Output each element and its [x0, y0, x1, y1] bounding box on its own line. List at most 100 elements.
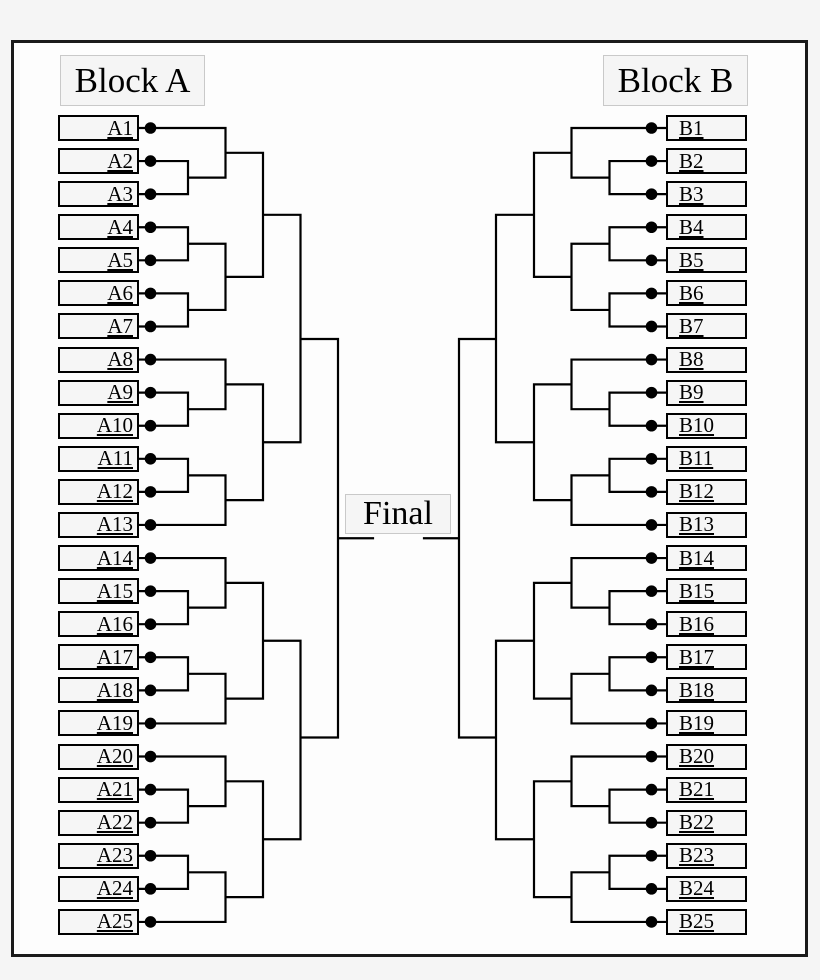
team-box-b16[interactable]: B16: [666, 611, 747, 638]
team-box-b14[interactable]: B14: [666, 545, 747, 572]
team-label: A6: [107, 280, 133, 305]
team-box-a1[interactable]: A1: [58, 115, 139, 141]
team-label: A14: [96, 545, 133, 570]
team-label: B17: [679, 644, 715, 669]
connector-dot: [645, 287, 658, 300]
team-box-b25[interactable]: B25: [666, 908, 747, 935]
connector-dot: [645, 816, 658, 829]
team-label: B25: [679, 909, 715, 934]
team-box-a7[interactable]: A7: [58, 313, 139, 340]
connector-dot: [144, 486, 157, 498]
connector-dot: [144, 750, 157, 763]
team-label: B12: [679, 479, 715, 504]
team-box-a21[interactable]: A21: [58, 776, 139, 803]
connector-dot: [645, 883, 658, 895]
team-label: A17: [96, 644, 133, 669]
team-label: B6: [679, 280, 704, 305]
team-label: A21: [96, 777, 133, 802]
connector-dot: [645, 651, 658, 664]
team-box-b15[interactable]: B15: [666, 578, 747, 605]
team-box-b21[interactable]: B21: [666, 776, 747, 803]
team-label: B22: [679, 810, 715, 835]
team-box-a17[interactable]: A17: [58, 644, 139, 671]
block-a-lines: [137, 126, 375, 924]
team-box-b19[interactable]: B19: [666, 710, 747, 737]
team-box-a4[interactable]: A4: [58, 214, 139, 241]
team-box-a20[interactable]: A20: [58, 743, 139, 770]
connector-dot: [144, 221, 157, 234]
team-box-a24[interactable]: A24: [58, 875, 139, 902]
team-box-b9[interactable]: B9: [666, 379, 747, 406]
team-box-a16[interactable]: A16: [58, 611, 139, 638]
team-box-b24[interactable]: B24: [666, 875, 747, 902]
connector-dot: [144, 849, 157, 862]
team-box-b3[interactable]: B3: [666, 181, 747, 208]
team-box-b6[interactable]: B6: [666, 280, 747, 307]
team-box-b1[interactable]: B1: [666, 115, 747, 141]
team-label: A25: [96, 909, 133, 934]
team-box-a12[interactable]: A12: [58, 478, 139, 505]
team-box-b4[interactable]: B4: [666, 214, 747, 241]
team-box-a10[interactable]: A10: [58, 412, 139, 439]
connector-dot: [144, 783, 157, 796]
team-label: A3: [107, 181, 133, 206]
team-label: A16: [96, 611, 133, 636]
connector-dot: [144, 552, 157, 564]
team-label: A5: [107, 247, 133, 272]
team-box-a8[interactable]: A8: [58, 346, 139, 373]
team-box-b18[interactable]: B18: [666, 677, 747, 704]
connector-dot: [645, 783, 658, 796]
connector-dot: [144, 651, 157, 664]
team-box-b2[interactable]: B2: [666, 148, 747, 175]
team-box-a13[interactable]: A13: [58, 511, 139, 538]
team-box-b5[interactable]: B5: [666, 247, 747, 274]
connector-dot: [144, 122, 157, 134]
team-box-a18[interactable]: A18: [58, 677, 139, 704]
team-box-a11[interactable]: A11: [58, 445, 139, 472]
block-b-header: Block B: [603, 55, 748, 106]
team-box-b7[interactable]: B7: [666, 313, 747, 340]
team-box-b20[interactable]: B20: [666, 743, 747, 770]
team-label: B24: [679, 876, 715, 901]
connector-dot: [144, 353, 157, 366]
team-box-a6[interactable]: A6: [58, 280, 139, 307]
team-label: B16: [679, 611, 715, 636]
connector-dot: [645, 453, 658, 465]
team-label: B1: [679, 115, 704, 140]
connector-dot: [645, 849, 658, 862]
team-box-a9[interactable]: A9: [58, 379, 139, 406]
team-box-a23[interactable]: A23: [58, 842, 139, 869]
connector-dot: [144, 419, 157, 432]
team-label: A22: [96, 810, 133, 835]
team-box-a15[interactable]: A15: [58, 578, 139, 605]
team-box-b23[interactable]: B23: [666, 842, 747, 869]
team-box-b13[interactable]: B13: [666, 511, 747, 538]
team-box-a14[interactable]: A14: [58, 545, 139, 572]
team-box-a25[interactable]: A25: [58, 908, 139, 935]
team-box-a2[interactable]: A2: [58, 148, 139, 175]
team-box-b22[interactable]: B22: [666, 809, 747, 836]
team-box-a3[interactable]: A3: [58, 181, 139, 208]
team-box-a5[interactable]: A5: [58, 247, 139, 274]
connector-dot: [645, 188, 658, 200]
team-box-a19[interactable]: A19: [58, 710, 139, 737]
team-box-b17[interactable]: B17: [666, 644, 747, 671]
team-label: B11: [679, 446, 714, 471]
final-label: Final: [345, 494, 451, 534]
connector-dot: [645, 254, 658, 267]
team-label: B8: [679, 347, 704, 372]
team-label: B4: [679, 214, 704, 239]
connector-dot: [645, 122, 658, 134]
team-label: A15: [96, 578, 133, 603]
team-label: A19: [96, 710, 133, 735]
connector-dot: [645, 155, 658, 167]
team-box-b11[interactable]: B11: [666, 445, 747, 472]
team-label: B23: [679, 843, 715, 868]
team-box-a22[interactable]: A22: [58, 809, 139, 836]
team-box-b12[interactable]: B12: [666, 478, 747, 505]
team-box-b10[interactable]: B10: [666, 412, 747, 439]
connector-dot: [645, 684, 658, 697]
team-box-b8[interactable]: B8: [666, 346, 747, 373]
team-label: A8: [107, 347, 133, 372]
connector-dot: [645, 419, 658, 432]
